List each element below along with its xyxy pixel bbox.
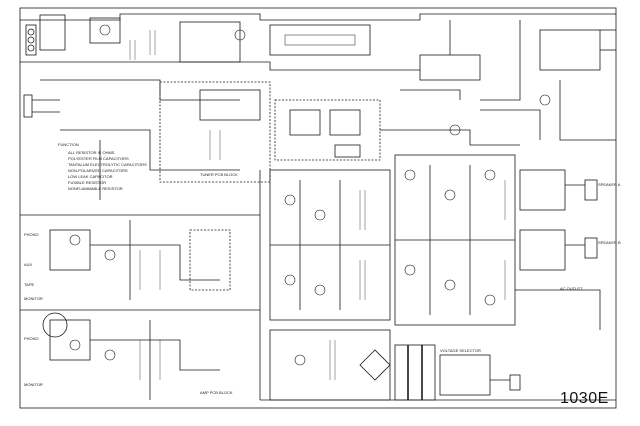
svg-text:PHONO: PHONO <box>24 232 39 237</box>
svg-text:TANTALUM ELECTROLYTIC CAPACITO: TANTALUM ELECTROLYTIC CAPACITORS <box>68 162 147 167</box>
svg-text:PHONO: PHONO <box>24 336 39 341</box>
svg-text:AC OUTLET: AC OUTLET <box>560 286 583 291</box>
svg-text:SPEAKER A: SPEAKER A <box>598 182 621 187</box>
output-labels: SPEAKER A SPEAKER B AC OUTLET <box>560 182 621 291</box>
svg-text:AUX: AUX <box>24 262 33 267</box>
svg-text:MONITOR: MONITOR <box>24 296 43 301</box>
svg-text:NONFLAMMABLE RESISTOR: NONFLAMMABLE RESISTOR <box>68 186 123 191</box>
model-number: 1030E <box>560 390 609 407</box>
voltage-selector-label: VOLTAGE SELECTOR <box>440 348 481 353</box>
tuner-pcb-label: TUNER PCB BLOCK <box>200 172 238 177</box>
svg-text:NON-POLARIZED CAPACITORS: NON-POLARIZED CAPACITORS <box>68 168 128 173</box>
passive-components <box>129 30 506 380</box>
wiring <box>19 7 617 409</box>
transistor-symbols <box>69 24 551 366</box>
legend-title: FUNCTION <box>58 142 79 147</box>
svg-text:LOW LEAK CAPACITOR: LOW LEAK CAPACITOR <box>68 174 113 179</box>
amp-pcb-label: AMP PCB BLOCK <box>200 390 233 395</box>
svg-text:FUSIBLE RESISTOR: FUSIBLE RESISTOR <box>68 180 106 185</box>
legend: FUNCTION ALL RESISTOR IS OHMS POLYESTER … <box>58 142 147 191</box>
svg-text:SPEAKER B: SPEAKER B <box>598 240 621 245</box>
svg-text:ALL RESISTOR IS OHMS: ALL RESISTOR IS OHMS <box>68 150 115 155</box>
svg-text:POLYESTER FILM CAPACITORS: POLYESTER FILM CAPACITORS <box>68 156 129 161</box>
svg-text:TAPE: TAPE <box>24 282 34 287</box>
svg-text:MONITOR: MONITOR <box>24 382 43 387</box>
input-labels: PHONO AUX TAPE MONITOR PHONO MONITOR <box>24 232 43 387</box>
